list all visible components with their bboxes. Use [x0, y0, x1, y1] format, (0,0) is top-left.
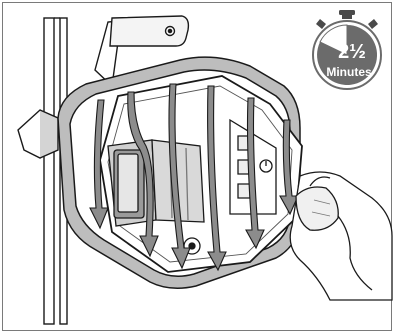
scanner-window [108, 140, 204, 226]
stopwatch-icon: 2½ Minutes [313, 10, 381, 89]
timer-value: 2½ [338, 41, 366, 63]
side-knob [18, 110, 58, 158]
timer-unit: Minutes [326, 65, 372, 79]
hand-with-cloth [290, 172, 392, 300]
